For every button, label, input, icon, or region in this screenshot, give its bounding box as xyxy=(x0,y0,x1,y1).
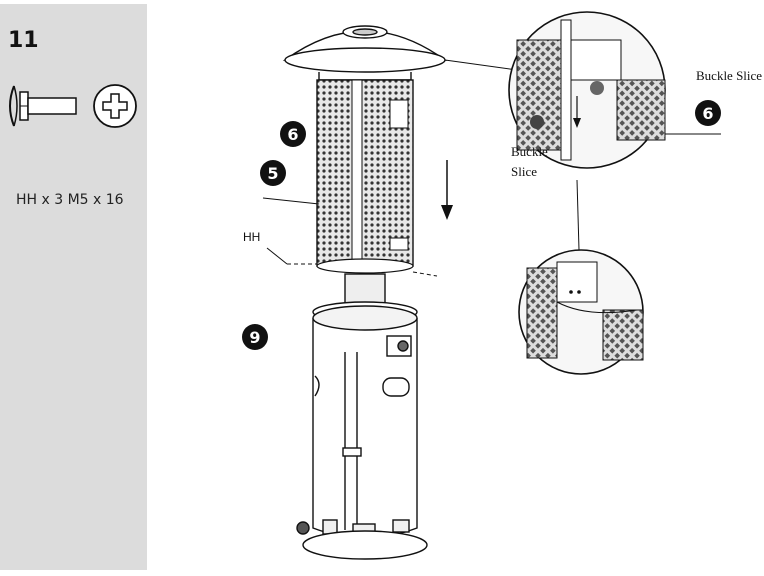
down-arrow-icon xyxy=(441,160,453,220)
assembly-diagram: 6 5 HH 9 6 Buckle Slice Buckle Slice xyxy=(147,0,764,576)
screw-side-icon xyxy=(9,85,77,127)
instruction-sidebar: 11 HH x 3 M5 x 16 xyxy=(0,4,147,570)
callout-part-6: 6 xyxy=(280,121,306,147)
detail-circle-upper xyxy=(508,11,666,169)
callout-part-9: 9 xyxy=(242,324,268,350)
mesh-cylinder xyxy=(316,79,414,274)
buckle-slice-label-left-line2: Slice xyxy=(511,164,537,179)
detail-circle-lower xyxy=(518,249,644,375)
reflector-hood xyxy=(282,25,448,81)
buckle-slice-label-left-line1: Buckle xyxy=(511,144,548,159)
callout-part-6-detail: 6 xyxy=(695,100,721,126)
step-number: 11 xyxy=(8,28,39,53)
phillips-head-icon xyxy=(93,84,137,128)
cylinder-housing xyxy=(296,273,428,560)
callout-part-5: 5 xyxy=(260,160,286,186)
buckle-slice-label-right: Buckle Slice xyxy=(696,68,763,83)
hardware-spec: HH x 3 M5 x 16 xyxy=(16,192,124,208)
screw-illustration xyxy=(9,84,137,128)
heater-drawing xyxy=(262,11,721,560)
callout-hh: HH xyxy=(243,230,261,244)
